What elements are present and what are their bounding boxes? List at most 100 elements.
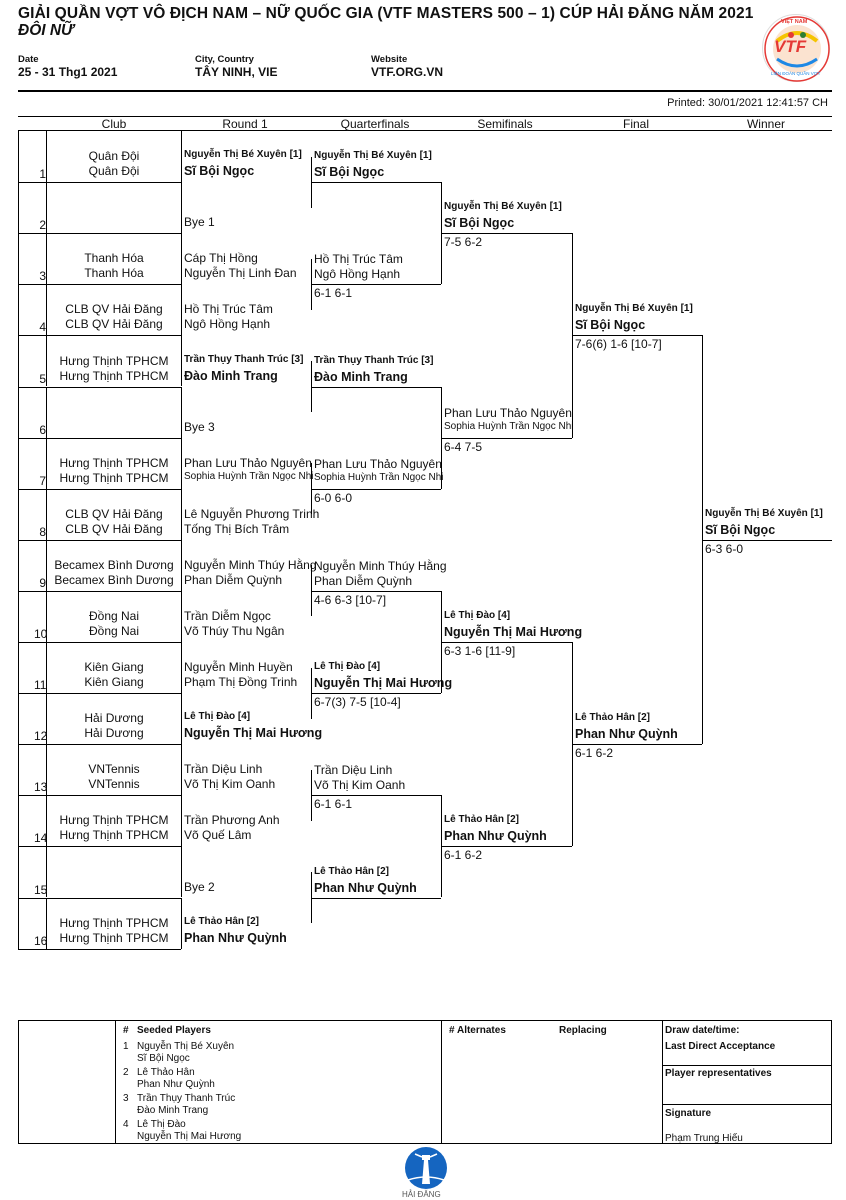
winner-player-2[interactable]: Sĩ Bội Ngọc (705, 522, 776, 537)
round1-player-2[interactable]: Võ Thúy Thu Ngân (184, 624, 285, 638)
round1-player-2[interactable]: Nguyễn Thị Linh Đan (184, 266, 297, 281)
seed-number: 1 (123, 1041, 129, 1052)
qf-player-2[interactable]: Nguyễn Thị Mai Hương (314, 676, 453, 691)
round1-player-1[interactable]: Cáp Thị Hồng (184, 251, 258, 266)
qf-player-1[interactable]: Lê Thị Đào [4] (314, 661, 381, 673)
round1-player-1[interactable]: Trần Diễm Ngọc (184, 609, 271, 623)
sf-player-2[interactable]: Nguyễn Thị Mai Hương (444, 625, 583, 639)
round1-player-1[interactable]: Lê Thị Đào [4] (184, 711, 251, 723)
qf-player-1[interactable]: Phan Lưu Thảo Nguyên (314, 456, 442, 471)
club-name-2: Hưng Thịnh TPHCM (59, 368, 169, 383)
club-name-1: Kiên Giang (84, 660, 144, 675)
qf-player-1[interactable]: Hồ Thị Trúc Tâm (314, 252, 403, 267)
club-name-1: Hải Dương (84, 711, 144, 726)
round1-player-1[interactable]: Nguyễn Minh Huyền (184, 660, 293, 675)
sf-player-2[interactable]: Phan Như Quỳnh (444, 829, 547, 844)
draw-position: 14 (34, 831, 48, 846)
round1-player-2[interactable]: Bye 2 (184, 879, 215, 894)
col-header-final: Final (622, 117, 649, 131)
alternates-label: # Alternates (449, 1025, 506, 1036)
qf-player-2[interactable]: Sophia Huỳnh Trần Ngọc Nhi (314, 471, 444, 483)
draw-position: 1 (39, 167, 46, 182)
round1-player-2[interactable]: Võ Quế Lâm (184, 828, 252, 843)
slot-right-rule (181, 897, 182, 949)
slot-rule (18, 386, 181, 388)
round1-player-1[interactable]: Hồ Thị Trúc Tâm (184, 302, 273, 317)
city-value: TÂY NINH, VIE (195, 65, 278, 79)
qf-player-1[interactable]: Nguyễn Minh Thúy Hằng (314, 558, 447, 573)
slot-left-rule (46, 693, 47, 745)
draw-position: 7 (39, 473, 46, 488)
qf-player-2[interactable]: Phan Như Quỳnh (314, 880, 417, 895)
sf-player-1[interactable]: Lê Thảo Hân [2] (444, 814, 520, 826)
sf-player-1[interactable]: Nguyễn Thị Bé Xuyên [1] (444, 201, 562, 213)
qf-player-2[interactable]: Võ Thị Kim Oanh (314, 778, 406, 793)
round1-player-2[interactable]: Ngô Hồng Hạnh (184, 317, 271, 332)
qf-player-1[interactable]: Trần Diệu Linh (314, 763, 393, 778)
qf-player-1[interactable]: Lê Thảo Hân [2] (314, 865, 390, 877)
winner-player-1[interactable]: Nguyễn Thị Bé Xuyên [1] (705, 507, 823, 519)
round1-player-1[interactable]: Phan Lưu Thảo Nguyên (184, 455, 312, 470)
round1-player-1[interactable]: Nguyễn Thị Bé Xuyên [1] (184, 149, 302, 161)
sf-player-2[interactable]: Sĩ Bội Ngọc (444, 216, 515, 231)
round1-player-1[interactable]: Nguyễn Minh Thúy Hằng (184, 557, 317, 572)
qf-player-2[interactable]: Phan Diễm Quỳnh (314, 573, 413, 588)
qf-player-1[interactable]: Trần Thụy Thanh Trúc [3] (314, 354, 434, 366)
sf-player-1[interactable]: Lê Thị Đào [4] (444, 610, 511, 621)
slot-left-rule (46, 846, 47, 898)
round1-player-2[interactable]: Võ Thị Kim Oanh (184, 777, 276, 792)
sf-player-1[interactable]: Phan Lưu Thảo Nguyên (444, 405, 572, 420)
final-player-2[interactable]: Phan Như Quỳnh (575, 727, 678, 742)
qf-player-2[interactable]: Ngô Hồng Hạnh (314, 267, 401, 282)
round1-player-2[interactable]: Sophia Huỳnh Trần Ngọc Nhi (184, 470, 314, 482)
round1-player-2[interactable]: Sĩ Bội Ngọc (184, 164, 255, 179)
final-connector (572, 642, 573, 847)
seed-number: 3 (123, 1093, 129, 1104)
slot-left-rule (46, 437, 47, 489)
round1-player-2[interactable]: Bye 3 (184, 419, 215, 434)
qf-score: 6-1 6-1 (314, 797, 353, 812)
slot-left-rule (46, 795, 47, 847)
qf-line (311, 795, 441, 797)
round1-player-1[interactable]: Trần Phương Anh (184, 813, 280, 828)
round1-player-2[interactable]: Tống Thị Bích Trâm (184, 521, 290, 536)
qf-player-1[interactable]: Nguyễn Thị Bé Xuyên [1] (314, 150, 432, 162)
club-name-2: VNTennis (88, 777, 140, 792)
slot-left-rule (46, 897, 47, 949)
slot-right-rule (181, 744, 182, 796)
website-label: Website (371, 54, 408, 65)
final-player-1[interactable]: Nguyễn Thị Bé Xuyên [1] (575, 303, 693, 315)
sf-player-2[interactable]: Sophia Huỳnh Trần Ngọc Nhi (444, 420, 574, 432)
slot-right-rule (181, 795, 182, 847)
round1-player-1[interactable]: Trần Thụy Thanh Trúc [3] (184, 353, 304, 365)
qf-score: 6-7(3) 7-5 [10-4] (314, 695, 401, 710)
col-header-quarterfinals: Quarterfinals (340, 117, 410, 131)
round1-player-2[interactable]: Phạm Thị Đồng Trinh (184, 675, 298, 690)
qf-player-2[interactable]: Đào Minh Trang (314, 369, 408, 384)
final-player-2[interactable]: Sĩ Bội Ngọc (575, 318, 646, 333)
slot-left-rule (46, 182, 47, 234)
draw-position: 15 (34, 882, 48, 897)
round1-player-2[interactable]: Nguyễn Thị Mai Hương (184, 726, 323, 741)
final-player-1[interactable]: Lê Thảo Hân [2] (575, 712, 651, 724)
draw-position: 11 (34, 678, 47, 693)
qf-player-2[interactable]: Sĩ Bội Ngọc (314, 165, 385, 180)
round1-player-1[interactable]: Trần Diệu Linh (184, 762, 263, 777)
date-value: 25 - 31 Thg1 2021 (18, 65, 118, 79)
slot-right-rule (181, 386, 182, 438)
round1-player-1[interactable]: Lê Thảo Hân [2] (184, 915, 260, 927)
website-value[interactable]: VTF.ORG.VN (371, 65, 444, 79)
slot-rule (18, 335, 181, 337)
round1-player-2[interactable]: Phan Như Quỳnh (184, 930, 287, 945)
sf-score: 6-3 1-6 [11-9] (444, 644, 516, 658)
slot-left-rule (46, 539, 47, 591)
round1-player-2[interactable]: Bye 1 (184, 215, 215, 230)
round1-player-1[interactable]: Lê Nguyễn Phương Trinh (184, 506, 320, 521)
winner-score: 6-3 6-0 (705, 541, 744, 556)
round1-player-2[interactable]: Đào Minh Trang (184, 368, 278, 383)
slot-rule (18, 233, 181, 235)
slot-rule (18, 284, 181, 286)
round1-player-2[interactable]: Phan Diễm Quỳnh (184, 572, 283, 587)
slot-right-rule (181, 590, 182, 642)
slot-rule (18, 948, 181, 950)
